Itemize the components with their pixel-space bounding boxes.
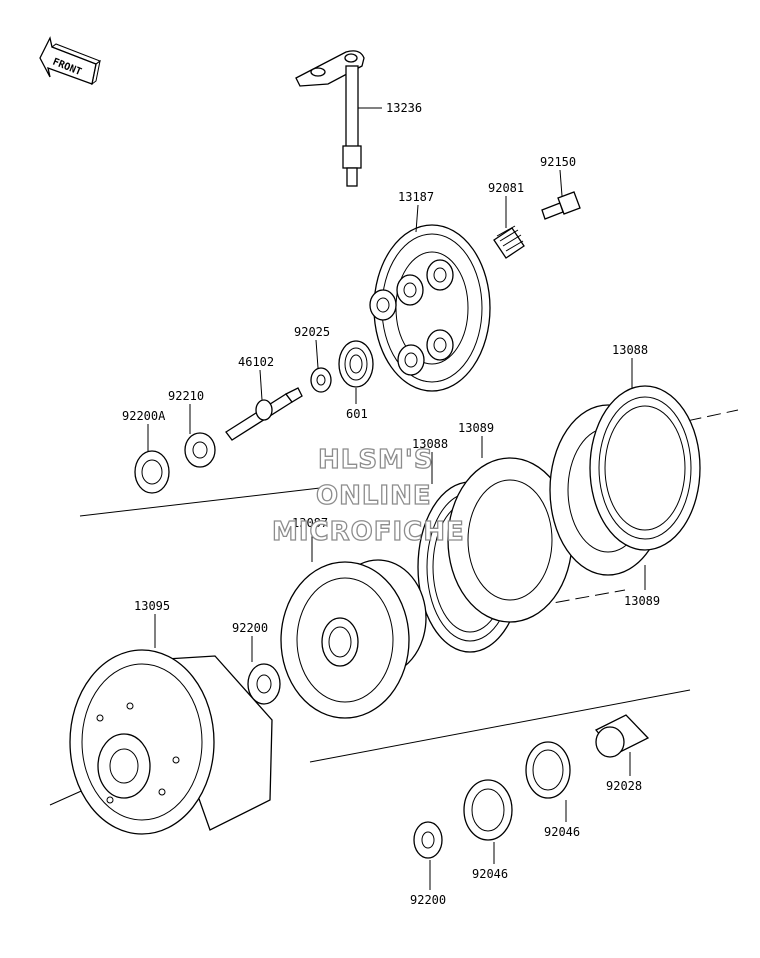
part-92200-thrust-washer-upper [247,663,281,705]
label-13087: 13087 [292,516,328,530]
label-92046-rear: 92046 [544,825,580,839]
part-601-ball-bearing [338,340,374,388]
label-92150: 92150 [540,155,576,169]
part-92150-bolt [541,191,581,220]
watermark-line-1: HLSM'S [318,445,434,475]
part-92046-needle-bearing-rear [525,741,571,799]
part-92081-clutch-spring [493,225,525,259]
label-92200A: 92200A [122,409,166,423]
part-92028-collar [594,714,650,758]
watermark-line-3: MICROFICHE [272,517,465,547]
part-number-labels: 13236 13187 92081 92150 92025 46102 601 … [122,101,660,907]
label-13088-rear: 13088 [612,343,648,357]
part-13087-clutch-hub [280,559,427,719]
leader-lines [147,107,646,890]
label-92200-lower: 92200 [410,893,446,907]
label-92028: 92028 [606,779,642,793]
label-13095: 13095 [134,599,170,613]
label-92046-front: 92046 [472,867,508,881]
part-13088-friction-plate-rear [589,385,701,551]
label-92200-upper: 92200 [232,621,268,635]
label-46102: 46102 [238,355,274,369]
part-92046-needle-bearing-front [463,779,513,841]
label-92210: 92210 [168,389,204,403]
label-13236: 13236 [386,101,422,115]
part-13095-clutch-housing [69,649,273,835]
part-13236-release-shaft [295,50,365,187]
part-92210-nut [184,432,216,468]
label-601: 601 [346,407,368,421]
label-13088-front: 13088 [412,437,448,451]
part-92200-thrust-washer-lower [413,821,443,859]
watermark: HLSM'S ONLINE MICROFICHE [271,444,465,547]
label-13089-rear: 13089 [624,594,660,608]
label-13089-front: 13089 [458,421,494,435]
part-13187-pressure-plate [369,224,491,392]
label-13187: 13187 [398,190,434,204]
part-46102-push-rod [225,387,303,441]
part-92200A-lock-washer [134,450,170,494]
label-92025: 92025 [294,325,330,339]
watermark-line-2: ONLINE [316,481,432,511]
front-arrow-icon: FRONT [39,36,102,86]
label-92081: 92081 [488,181,524,195]
part-92025-washer [310,367,332,393]
